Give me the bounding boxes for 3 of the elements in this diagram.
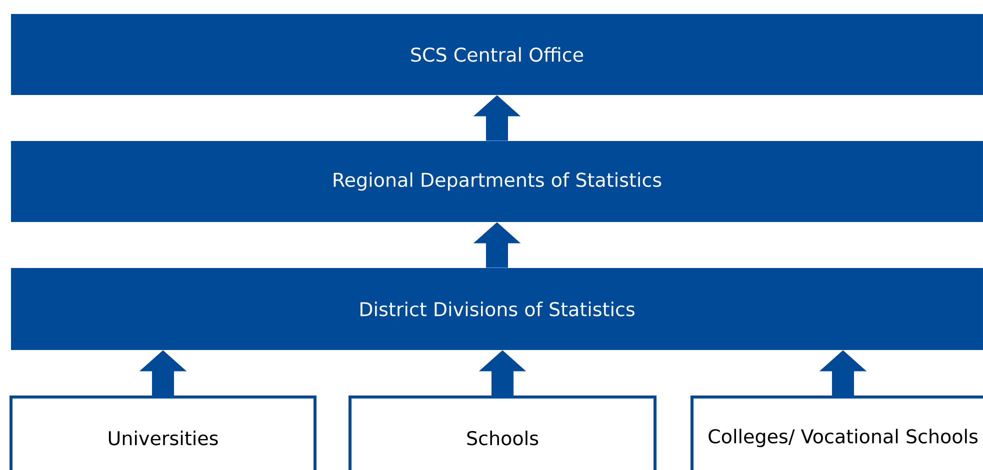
source-box: Schools xyxy=(348,396,656,470)
source-box: Colleges/ Vocational Schools xyxy=(690,396,983,470)
source-box: Universities xyxy=(10,396,316,470)
